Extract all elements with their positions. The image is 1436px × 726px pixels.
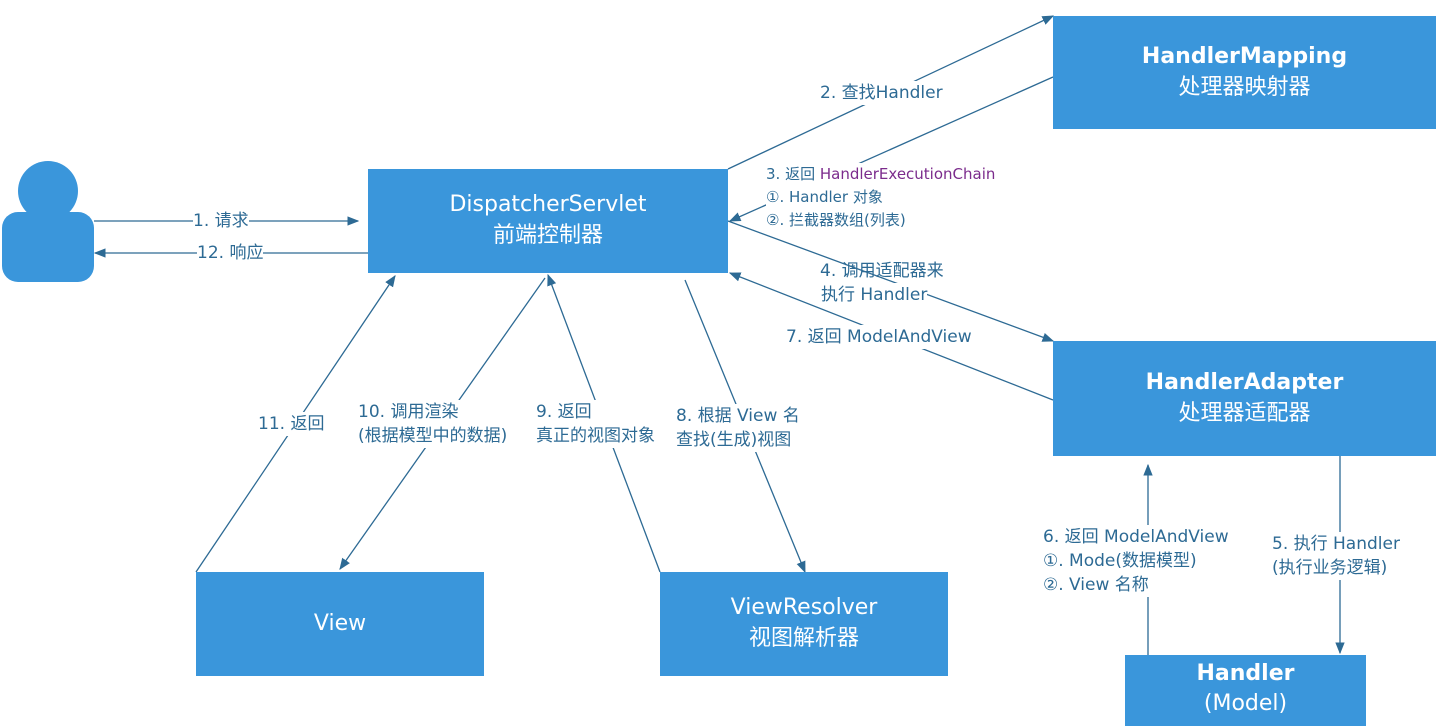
label-6-line2: ①. Mode(数据模型) (1043, 551, 1197, 571)
handler-adapter-subtitle: 处理器适配器 (1178, 400, 1311, 426)
label-4-line2: 执行 Handler (821, 283, 928, 307)
label-4-line1: 4. 调用适配器来 (820, 261, 944, 281)
label-3-handler-object: ①. Handler 对象 (766, 188, 883, 206)
user-icon (2, 161, 94, 282)
label-12-response: 12. 响应 (197, 241, 264, 265)
view-node: View (196, 572, 484, 676)
handler-node: Handler (Model) (1125, 655, 1366, 726)
label-5-line1: 5. 执行 Handler (1272, 534, 1400, 554)
label-8-line1: 8. 根据 View 名 (676, 406, 800, 426)
label-5-execute-handler: 5. 执行 Handler (执行业务逻辑) (1272, 532, 1400, 580)
label-7-return-mav: 7. 返回 ModelAndView (786, 325, 972, 349)
label-1-request: 1. 请求 (193, 209, 249, 233)
edge-4-call-adapter (727, 220, 1055, 342)
label-3-interceptors: ②. 拦截器数组(列表) (766, 211, 906, 229)
handler-adapter-node: HandlerAdapter 处理器适配器 (1053, 341, 1436, 456)
label-10-line2: (根据模型中的数据) (358, 426, 508, 446)
label-3-prefix: 3. 返回 (766, 165, 820, 183)
view-resolver-node: ViewResolver 视图解析器 (660, 572, 948, 676)
label-3-return-chain: 3. 返回 HandlerExecutionChain ①. Handler 对… (766, 163, 996, 232)
label-9-line1: 9. 返回 (536, 402, 592, 422)
label-11-return: 11. 返回 (258, 412, 325, 436)
label-6-return-mav: 6. 返回 ModelAndView ①. Mode(数据模型) ②. View… (1043, 525, 1229, 597)
label-9-return-view: 9. 返回 真正的视图对象 (536, 400, 655, 448)
label-5-line2: (执行业务逻辑) (1272, 558, 1388, 578)
dispatcher-servlet-node: DispatcherServlet 前端控制器 (368, 169, 728, 273)
view-resolver-subtitle: 视图解析器 (748, 626, 859, 651)
dispatcher-subtitle: 前端控制器 (492, 223, 603, 248)
view-resolver-title: ViewResolver (730, 595, 878, 621)
handler-mapping-subtitle: 处理器映射器 (1178, 74, 1311, 100)
dispatcher-title: DispatcherServlet (449, 192, 647, 218)
handler-adapter-title: HandlerAdapter (1145, 369, 1344, 395)
label-6-line1: 6. 返回 ModelAndView (1043, 527, 1229, 547)
label-4-call-adapter: 4. 调用适配器来 执行 Handler (820, 259, 944, 307)
handler-mapping-node: HandlerMapping 处理器映射器 (1053, 16, 1436, 129)
label-2-find-handler: 2. 查找Handler (820, 81, 943, 105)
view-title: View (313, 610, 367, 636)
label-3-chain: HandlerExecutionChain (819, 165, 996, 183)
label-8-line2: 查找(生成)视图 (676, 430, 792, 450)
label-10-render: 10. 调用渲染 (根据模型中的数据) (358, 400, 508, 448)
label-6-line3: ②. View 名称 (1043, 575, 1149, 595)
label-9-line2: 真正的视图对象 (536, 426, 655, 446)
label-8-resolve-view: 8. 根据 View 名 查找(生成)视图 (676, 404, 800, 452)
label-10-line1: 10. 调用渲染 (358, 402, 459, 422)
handler-title: Handler (1196, 661, 1295, 686)
handler-mapping-title: HandlerMapping (1141, 43, 1348, 69)
handler-subtitle: (Model) (1203, 690, 1288, 716)
